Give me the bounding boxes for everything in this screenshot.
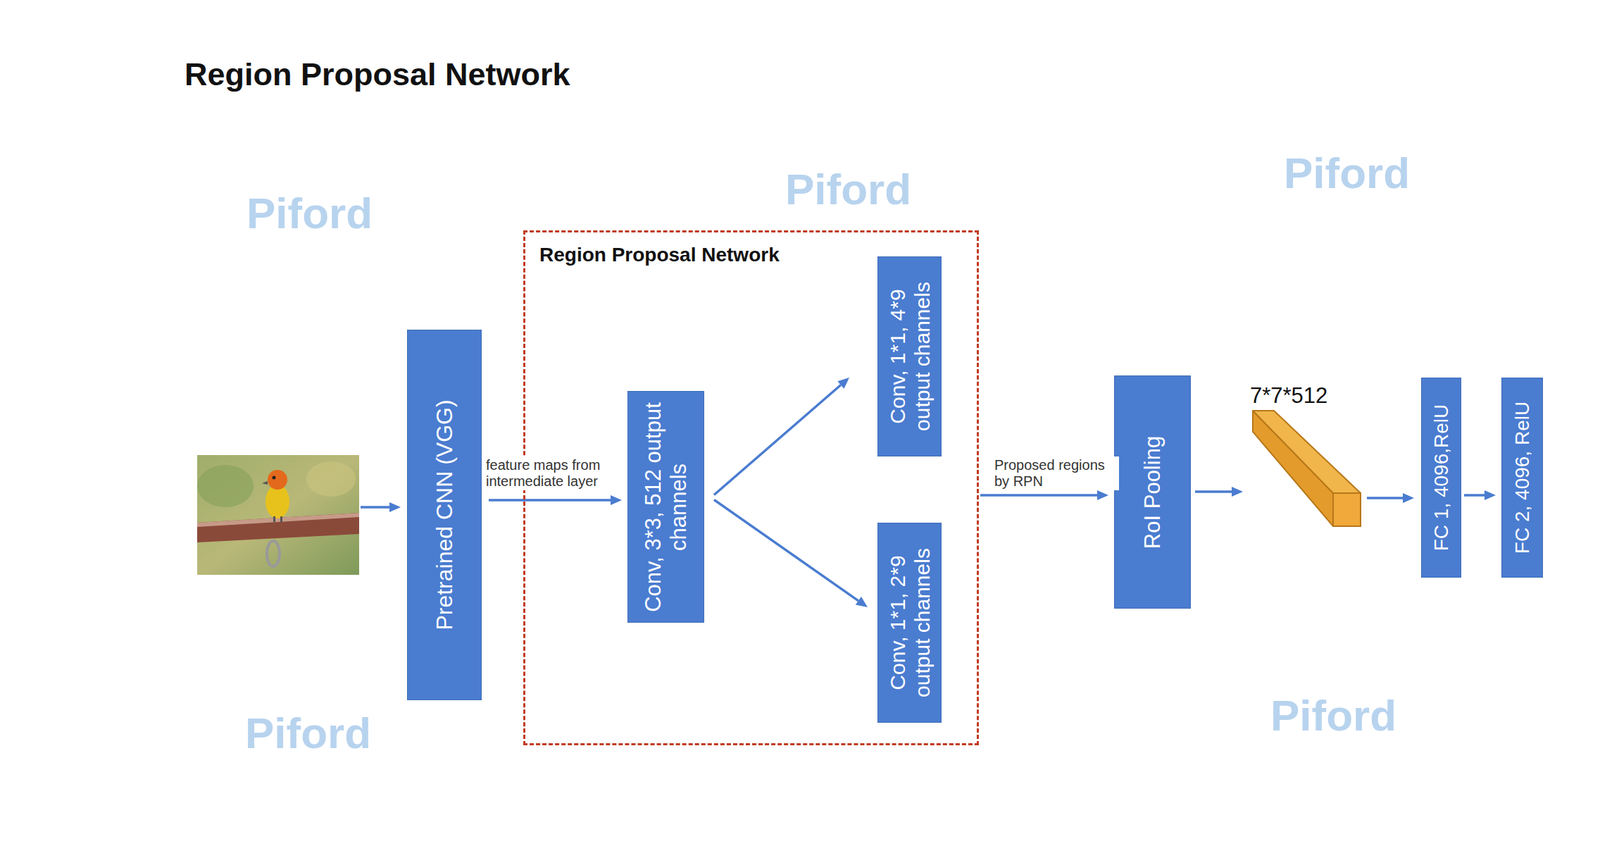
watermark: Piford [246,191,373,236]
box-text-block: FC 2, 4096, RelU [1510,385,1534,570]
arrow-connector [1366,492,1415,503]
watermark: Piford [785,167,912,212]
arrow-connector [1195,486,1243,497]
watermark: Piford [1270,693,1397,738]
watermark: Piford [1283,151,1410,196]
input-arrow [360,502,401,512]
cuboid-shape [1252,409,1362,527]
box-text-block: FC 1, 4096,RelU [1429,385,1453,570]
box-label: Conv, 1*1, 4*9 output channels [885,264,934,449]
connector-line [1195,490,1232,493]
arrow-connector [1464,490,1496,500]
conv-box: Conv, 1*1, 2*9 output channels [877,522,942,723]
connector-line [1366,496,1403,500]
arrowhead [1231,486,1243,497]
connector-line [714,500,859,601]
arrowhead [610,495,622,505]
arrowhead [1402,492,1415,503]
feature-cuboid: 7*7*512 [1250,383,1363,529]
group-heading: Region Proposal Network [539,243,780,267]
group-heading-block: Region Proposal Network [539,243,780,267]
arrow-connector [488,495,622,505]
box-label: Conv, 1*1, 2*9 output channels [885,530,934,715]
box-label: FC 1, 4096,RelU [1429,385,1453,570]
edge-label: feature maps from intermediate layer [484,456,618,491]
cnn-box: Pretrained CNN (VGG) [407,329,482,700]
cuboid-label-block: 7*7*512 [1250,383,1328,408]
box-text-block: Pretrained CNN (VGG) [431,337,458,693]
box-label: Conv, 3*3, 512 output channels [640,398,691,615]
fc-box: FC 2, 4096, RelU [1501,377,1543,578]
arrow-connector [714,377,850,496]
cuboid-top [1252,410,1361,493]
box-text-block: Conv, 1*1, 2*9 output channels [885,530,934,715]
arrowhead [1097,490,1109,500]
arrow-connector [980,490,1109,500]
fc-box: FC 1, 4096,RelU [1421,377,1462,578]
box-text-block: Conv, 1*1, 4*9 output channels [885,264,934,449]
arrow-connector [714,500,868,608]
bird-photo [197,454,360,575]
box-text-block: RoI Pooling [1140,383,1166,601]
box-label: RoI Pooling [1140,383,1166,601]
arrowhead [855,596,868,608]
connector-line [714,384,841,495]
arrowhead [1484,490,1496,500]
dimension-label: 7*7*512 [1250,383,1328,408]
box-label: FC 2, 4096, RelU [1510,385,1534,570]
connector-line [980,493,1098,497]
connector-line [1464,493,1485,497]
cuboid-front [1333,492,1361,527]
box-label: Pretrained CNN (VGG) [431,337,458,693]
pooling-box: RoI Pooling [1114,375,1191,609]
connector-line [488,498,611,502]
edge-label: Proposed regions by RPN [992,456,1120,491]
arrowhead [837,377,850,389]
diagram-title: Region Proposal Network [184,56,571,93]
conv-box: Conv, 3*3, 512 output channels [627,390,705,623]
conv-box: Conv, 1*1, 4*9 output channels [877,256,942,457]
watermark: Piford [245,711,372,755]
box-text-block: Conv, 3*3, 512 output channels [640,398,691,615]
